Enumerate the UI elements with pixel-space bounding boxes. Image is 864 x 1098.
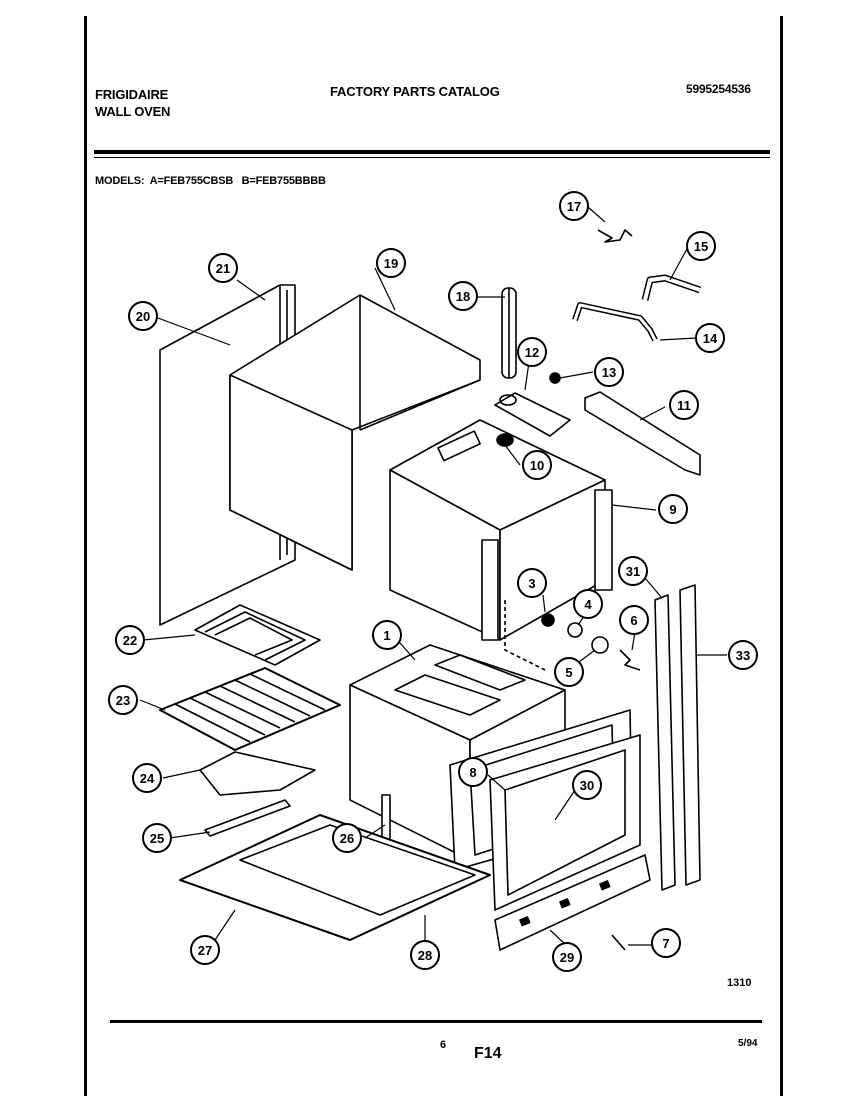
part-rack-icon [159, 667, 341, 751]
callout-11: 11 [669, 390, 699, 420]
part-screw-7-icon [611, 934, 626, 951]
callout-13: 13 [594, 357, 624, 387]
part-small-parts-icon [504, 600, 641, 671]
part-side-trim-icon [654, 584, 701, 891]
callout-29: 29 [552, 942, 582, 972]
callout-4: 4 [573, 589, 603, 619]
brand-name: FRIGIDAIRE [95, 87, 169, 102]
callout-10: 10 [522, 450, 552, 480]
part-tube-icon [501, 287, 517, 379]
product-name: WALL OVEN [95, 104, 171, 119]
models-line: MODELS: A=FEB755CBSB B=FEB755BBBB [95, 175, 326, 187]
part-clip-icon [597, 229, 633, 243]
callout-6: 6 [619, 605, 649, 635]
callout-3: 3 [517, 568, 547, 598]
callout-12: 12 [517, 337, 547, 367]
part-elbow-icon [641, 274, 702, 301]
catalog-title: FACTORY PARTS CATALOG [330, 84, 500, 99]
figure-code: 1310 [727, 977, 752, 989]
part-oven-liner-icon [389, 419, 613, 641]
callout-14: 14 [695, 323, 725, 353]
page-frame [84, 16, 783, 1096]
callout-31: 31 [618, 556, 648, 586]
callout-24: 24 [132, 763, 162, 793]
header-rule-thin [94, 157, 770, 158]
page-number: 6 [440, 1039, 447, 1051]
catalog-number: 5995254536 [686, 82, 751, 96]
callout-9: 9 [658, 494, 688, 524]
callout-8: 8 [458, 757, 488, 787]
callout-5: 5 [554, 657, 584, 687]
part-bracket-icon [584, 391, 701, 476]
callout-27: 27 [190, 935, 220, 965]
part-bottom-panel-icon [179, 814, 491, 941]
callout-20: 20 [128, 301, 158, 331]
callout-7: 7 [651, 928, 681, 958]
footer-rule [110, 1020, 762, 1023]
part-cabinet-icon [229, 294, 481, 571]
callout-30: 30 [572, 770, 602, 800]
callout-26: 26 [332, 823, 362, 853]
part-drawer-front-icon [494, 854, 651, 951]
callout-25: 25 [142, 823, 172, 853]
part-bake-element-icon [194, 604, 321, 666]
callout-23: 23 [108, 685, 138, 715]
callout-15: 15 [686, 231, 716, 261]
part-vent-duct-icon [572, 302, 658, 342]
part-screw-icon [549, 372, 561, 384]
callout-1: 1 [372, 620, 402, 650]
part-broil-element-icon [199, 751, 316, 796]
callout-18: 18 [448, 281, 478, 311]
callout-21: 21 [208, 253, 238, 283]
callout-28: 28 [410, 940, 440, 970]
revision-date: 5/94 [738, 1038, 758, 1049]
part-bushing-icon [496, 433, 514, 447]
part-hinge-strip-icon [204, 799, 291, 837]
callout-17: 17 [559, 191, 589, 221]
part-vent-cover-icon [494, 392, 571, 437]
header-rule [94, 150, 770, 154]
section-code: F14 [474, 1045, 502, 1062]
callout-33: 33 [728, 640, 758, 670]
part-door-panel-icon [489, 734, 641, 911]
callout-19: 19 [376, 248, 406, 278]
callout-22: 22 [115, 625, 145, 655]
